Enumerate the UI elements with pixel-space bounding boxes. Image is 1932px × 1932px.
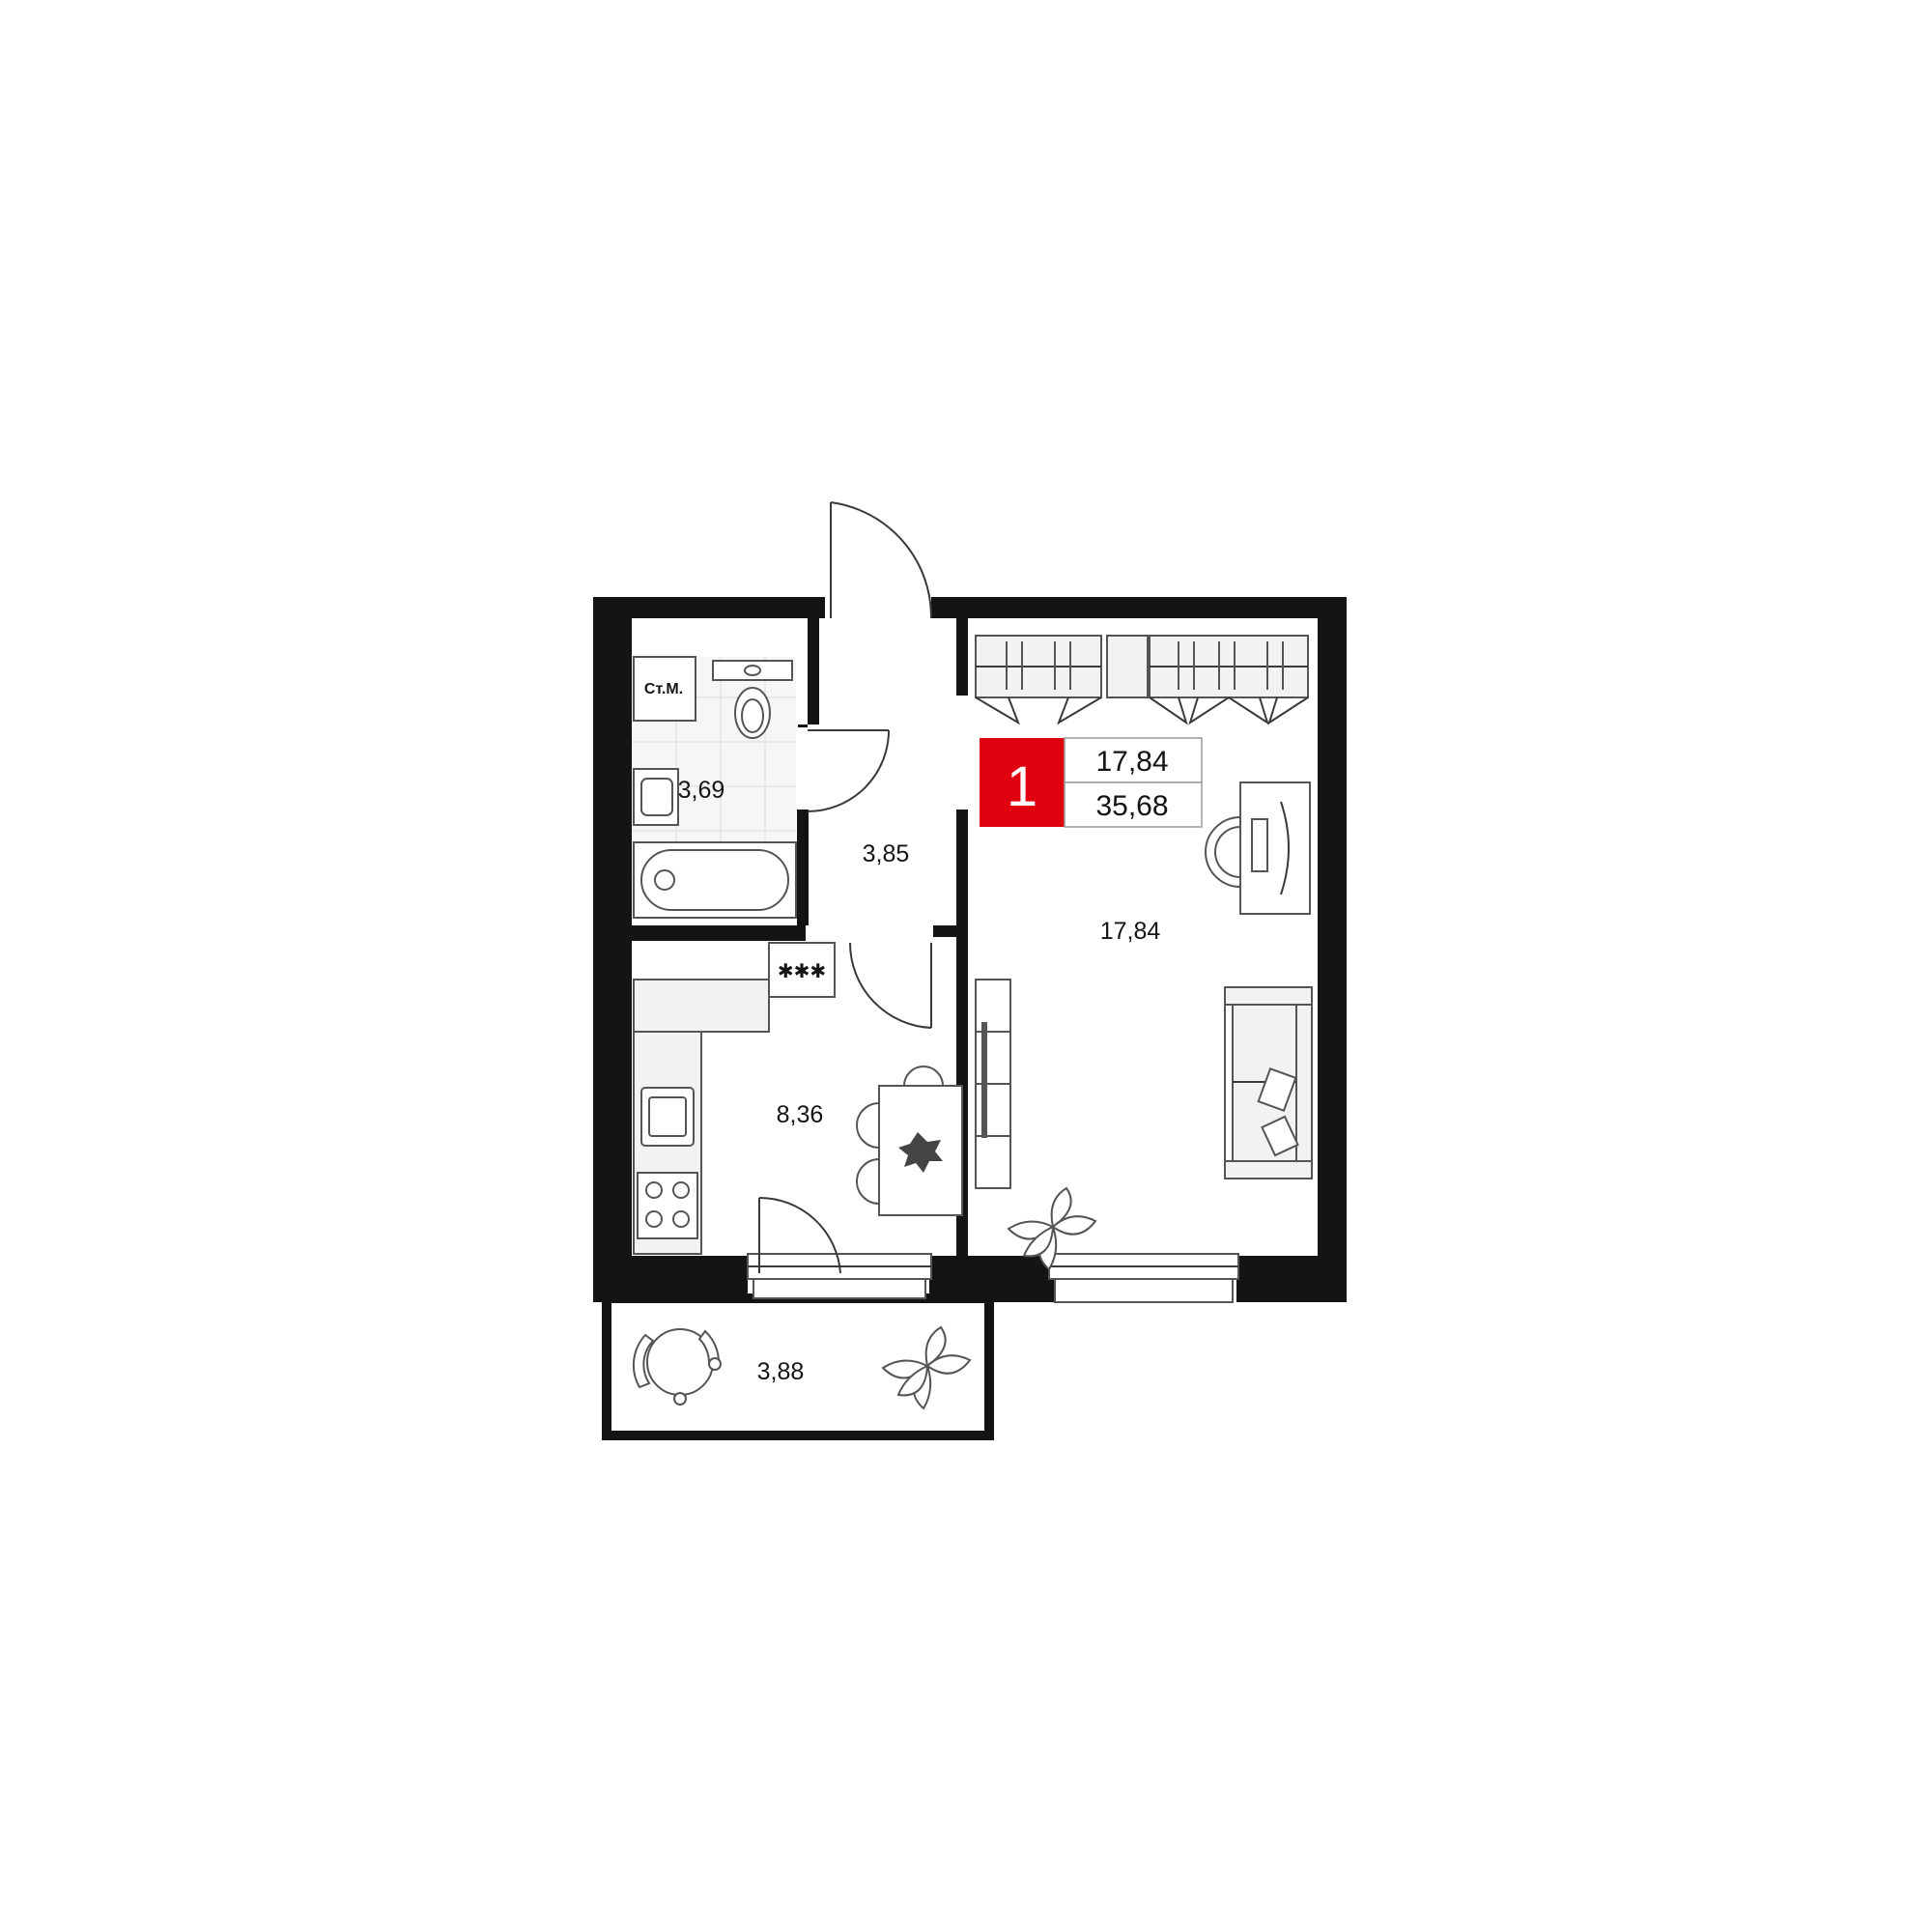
kitchen-area-label: 8,36 (777, 1101, 824, 1128)
rooms-count: 1 (1007, 755, 1037, 818)
dining-table-icon (878, 1085, 963, 1216)
chair-icon (1205, 815, 1241, 889)
rooms-count-badge (980, 738, 1065, 827)
door-icon (758, 1196, 841, 1274)
round-table-icon (632, 1328, 722, 1406)
bathroom-area-label: 3,69 (678, 777, 725, 804)
bathroom: Ст.М. 3,69 (632, 656, 797, 919)
chair-icon (856, 1065, 945, 1206)
hood-icon: ✱✱✱ (778, 961, 826, 982)
washbasin-icon (633, 768, 679, 826)
balcony-area-label: 3,88 (757, 1358, 805, 1385)
washing-machine-label: Ст.М. (644, 681, 683, 697)
computer-icon (1251, 801, 1290, 895)
toilet-icon (712, 660, 793, 739)
desk-icon (1239, 781, 1311, 915)
living-room: 17,84 (975, 635, 1313, 1271)
living-area-value: 17,84 (1095, 746, 1168, 778)
tv-stand-icon (975, 979, 1011, 1189)
plant-icon (1007, 1186, 1097, 1271)
apartment-info-badge: 1 17,84 35,68 (980, 737, 1203, 828)
sofa-icon (1224, 986, 1313, 1179)
stove-icon (637, 1172, 698, 1239)
window-icon (1048, 1253, 1239, 1303)
door-icon (848, 942, 932, 1029)
hallway-area-label: 3,85 (863, 840, 910, 867)
living-room-area-label: 17,84 (1100, 918, 1161, 945)
kitchen: ✱✱✱ 8,36 (633, 942, 963, 1255)
door-icon (830, 501, 933, 619)
bathtub-icon (633, 841, 797, 919)
total-area-value: 35,68 (1095, 790, 1168, 822)
sink-icon (640, 1087, 695, 1147)
wardrobe-icon (975, 635, 1309, 725)
plant-icon (881, 1325, 972, 1410)
door-icon (807, 729, 890, 812)
washing-machine-icon (633, 656, 696, 722)
